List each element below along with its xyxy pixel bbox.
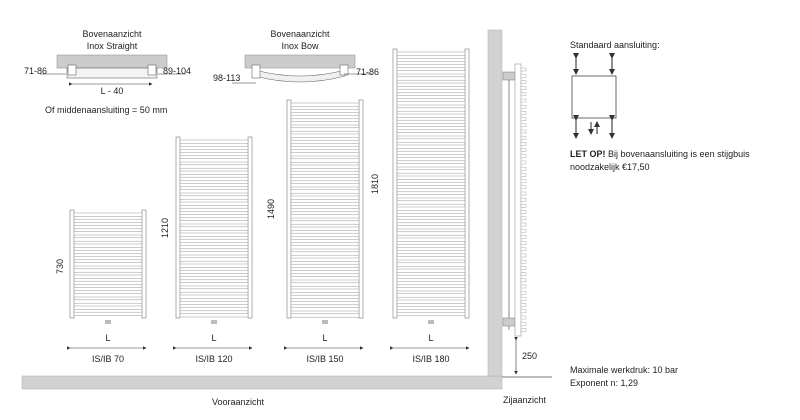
straight-right-dim: 89-104 — [163, 66, 192, 76]
warning-text-2: noodzakelijk €17,50 — [570, 162, 650, 172]
side-view-radiator — [502, 63, 527, 375]
connection-title: Standaard aansluiting: — [570, 40, 660, 50]
radiator-2 — [173, 136, 253, 350]
model-label: IS/IB 70 — [91, 354, 125, 364]
straight-width-label: L - 40 — [100, 86, 124, 96]
model-label: IS/IB 120 — [195, 354, 233, 364]
center-note: Of middenaansluiting = 50 mm — [45, 105, 168, 115]
width-label: L — [105, 333, 111, 343]
height-label: 730 — [55, 258, 65, 274]
bow-right-dim: 71-86 — [356, 67, 380, 77]
floor-gap-label: 250 — [522, 351, 538, 361]
wall — [487, 29, 503, 377]
radiator-3 — [284, 99, 364, 350]
floor — [21, 375, 503, 390]
width-label: L — [211, 333, 217, 343]
side-floor — [502, 376, 552, 378]
straight-left-dim: 71-86 — [24, 66, 48, 76]
width-label: L — [322, 333, 328, 343]
radiator-4 — [390, 48, 470, 350]
connection-warning: LET OP! Bij bovenaansluiting is een stij… — [570, 148, 750, 174]
bow-left-dim: 98-113 — [213, 73, 241, 83]
radiator-1 — [67, 209, 147, 350]
warning-bold: LET OP! — [570, 149, 606, 159]
warning-text: Bij bovenaansluiting is een stijgbuis — [605, 149, 750, 159]
specs-block: Maximale werkdruk: 10 bar Exponent n: 1,… — [570, 364, 678, 390]
top-view-bow — [232, 54, 372, 84]
top-view-straight — [40, 54, 186, 86]
height-label: 1490 — [266, 198, 276, 219]
side-view-label: Zijaanzicht — [503, 395, 547, 405]
spec-exponent: Exponent n: 1,29 — [570, 378, 639, 388]
front-view-label: Vooraanzicht — [212, 397, 265, 407]
model-label: IS/IB 180 — [412, 354, 450, 364]
width-label: L — [428, 333, 434, 343]
straight-heading: Bovenaanzicht — [82, 29, 142, 39]
connection-diagram — [571, 53, 617, 139]
spec-pressure: Maximale werkdruk: 10 bar — [570, 365, 679, 375]
bow-subheading: Inox Bow — [281, 41, 319, 51]
model-label: IS/IB 150 — [306, 354, 344, 364]
height-label: 1810 — [370, 173, 380, 194]
bow-heading: Bovenaanzicht — [270, 29, 330, 39]
straight-subheading: Inox Straight — [86, 41, 138, 51]
height-label: 1210 — [160, 217, 170, 238]
